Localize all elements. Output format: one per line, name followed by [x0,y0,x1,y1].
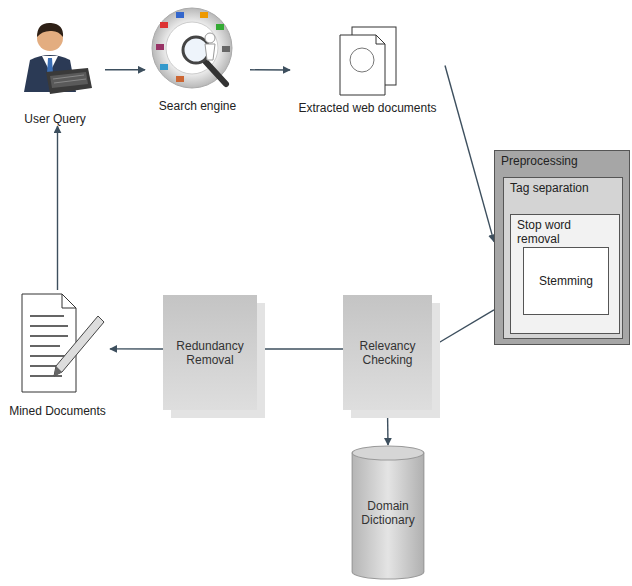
documents-icon [340,27,396,95]
group-box: Stop word removalStemming [510,214,620,334]
node-label: Redundancy Removal [167,339,253,367]
database-cylinder: Domain Dictionary [351,445,425,580]
arrow-connector [250,69,290,71]
node-label: Tag separation [510,181,616,195]
node-label: Domain Dictionary [351,499,425,527]
node-label: Preprocessing [501,154,623,168]
user-icon [24,23,92,94]
arrow-connector [387,410,389,445]
process-box: Redundancy Removal [163,295,257,410]
node-label: Relevancy Checking [347,339,428,367]
process-box: Relevancy Checking [343,295,432,410]
documents-node: Extracted web documents [290,25,445,115]
node-label: Stop word removal [517,218,613,246]
arrow-connector [105,69,145,70]
arrow-connector [57,126,58,290]
user-icon-node: User Query [5,20,105,126]
arrow-connector [257,348,343,349]
mined-documents-node: Mined Documents [5,290,110,418]
node-label: Search engine [159,99,236,113]
arrow-connector [110,348,163,350]
arrow-connector [432,310,494,347]
node-label: Mined Documents [9,404,106,418]
group-box: PreprocessingTag separationStop word rem… [494,150,630,345]
process-box: Stemming [523,247,609,315]
search-engine-icon [152,8,232,88]
search-engine-node: Search engine [145,5,250,113]
node-label: Extracted web documents [298,101,436,115]
node-label: User Query [24,112,85,126]
mined-documents-icon [22,294,104,392]
group-box: Tag separationStop word removalStemming [503,177,623,339]
node-label: Stemming [539,274,593,288]
arrow-connector [445,66,494,242]
